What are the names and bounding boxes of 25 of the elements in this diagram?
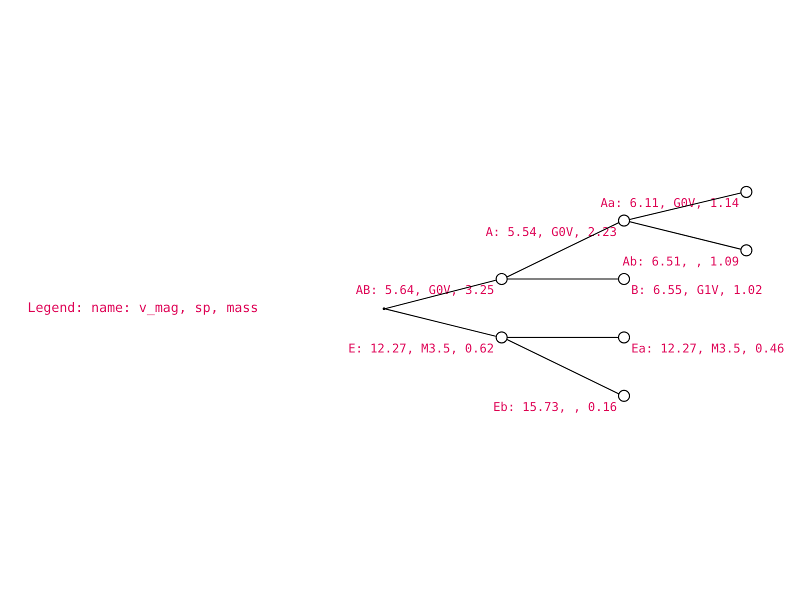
node-circle [618, 214, 630, 226]
node-point [382, 306, 386, 310]
node-label: Eb: 15.73, , 0.16 [493, 400, 618, 414]
connector [507, 278, 618, 280]
label: Legend: name: v_mag, sp, mass [28, 300, 258, 316]
connector [506, 222, 620, 277]
node-label: Ea: 12.27, M3.5, 0.46 [631, 341, 784, 356]
node-label: B: 6.55, G1V, 1.02 [631, 282, 762, 297]
node-circle [496, 330, 508, 343]
node-label: Aa: 6.11, G0V, 1.14 [600, 196, 740, 210]
connector [384, 308, 496, 336]
connector [506, 338, 620, 394]
node-circle [618, 330, 630, 343]
node-label: AB: 5.64, G0V, 3.25 [356, 282, 494, 297]
connector [384, 279, 496, 309]
connector [507, 336, 618, 338]
node-circle [618, 389, 630, 402]
node-label: E: 12.27, M3.5, 0.62 [348, 341, 494, 356]
node-circle [740, 185, 752, 198]
node-circle [618, 272, 630, 285]
node-label: Ab: 6.51, , 1.09 [622, 254, 740, 268]
connector [630, 220, 741, 250]
node-circle [740, 244, 752, 256]
connector [630, 192, 741, 220]
node-circle [496, 272, 508, 285]
